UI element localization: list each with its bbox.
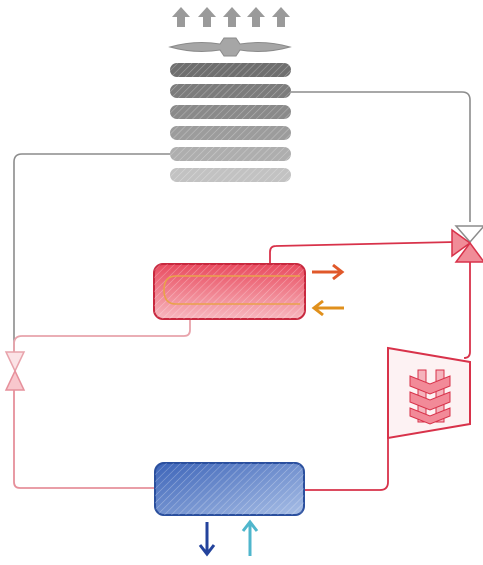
finned-coil-icon [170, 63, 291, 182]
compressor-icon [387, 346, 471, 440]
three-way-valve-icon [451, 225, 483, 263]
evaporator-heat-exchanger [154, 462, 305, 516]
up-arrow-icon [247, 7, 265, 27]
pipe-condenser-to-left-valve [13, 318, 191, 352]
hot-outflow-arrow-icon [312, 263, 345, 281]
pipe-left-valve-to-evaporator [13, 390, 155, 489]
pipe-evaporator-to-compressor [300, 432, 389, 491]
up-arrow-icon [198, 7, 216, 27]
pipe-compressor-to-valve [463, 262, 471, 359]
condenser-internal-coil [163, 275, 300, 305]
fan-icon [168, 37, 292, 57]
pipe-coil-to-left-valve [13, 153, 170, 352]
gray-pipes [13, 91, 471, 352]
pipe-coil-to-right-valve [291, 91, 471, 222]
cool-inflow-arrow-icon [241, 519, 259, 556]
up-arrow-icon [172, 7, 190, 27]
red-pipes [13, 241, 471, 491]
up-arrow-icon [223, 7, 241, 27]
pipe-valve-to-condenser [269, 241, 456, 264]
warm-inflow-arrow-icon [311, 299, 344, 317]
exhaust-arrows [172, 7, 290, 27]
condenser-heat-exchanger [153, 263, 306, 320]
up-arrow-icon [272, 7, 290, 27]
cold-outflow-arrow-icon [198, 522, 216, 557]
compressor-rotor [409, 369, 451, 425]
expansion-valve-icon [4, 351, 26, 391]
